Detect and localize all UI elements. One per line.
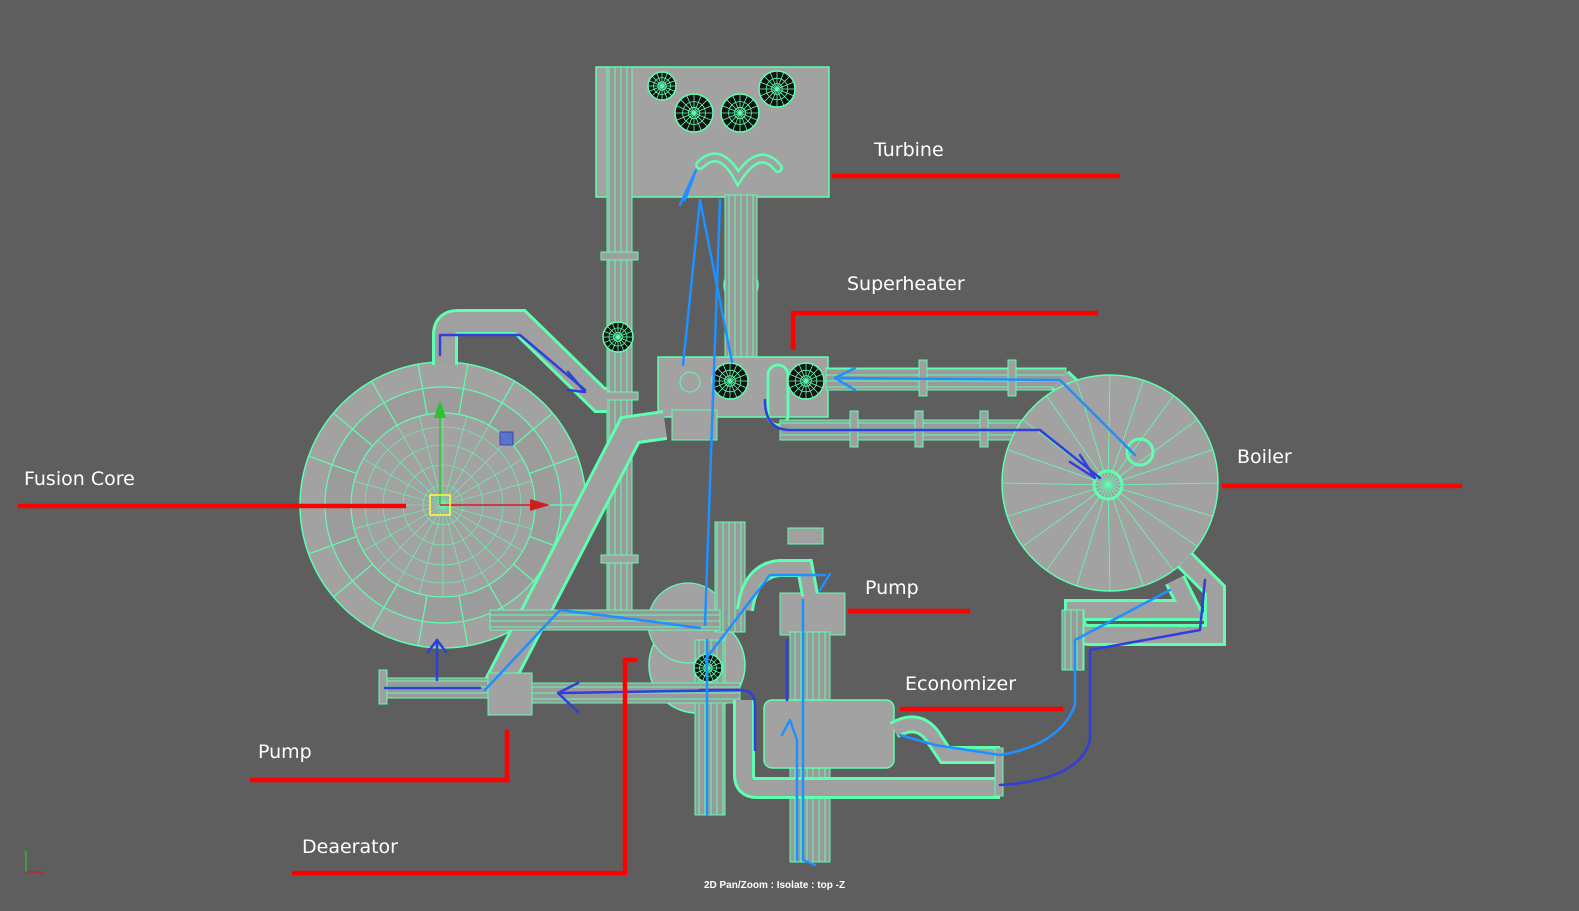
fan-icon (711, 362, 749, 400)
label-pump-left: Pump (258, 741, 312, 763)
fan-icon (758, 70, 796, 108)
label-pump-right: Pump (865, 577, 919, 599)
axis-indicator-icon: y x (24, 849, 44, 878)
label-fusion-core: Fusion Core (24, 468, 135, 490)
label-turbine: Turbine (874, 139, 944, 161)
label-economizer: Economizer (905, 673, 1017, 695)
superheater-unit (602, 321, 829, 441)
fan-icon (787, 362, 825, 400)
svg-text:x: x (40, 871, 44, 878)
fan-icon (647, 71, 677, 101)
flow-arrows (383, 168, 1207, 867)
viewport-status-text: 2D Pan/Zoom : Isolate : top -Z (703, 880, 846, 891)
label-boiler: Boiler (1237, 446, 1292, 468)
economizer-unit (733, 699, 1004, 799)
fan-icon (720, 93, 760, 133)
turbine-unit (595, 66, 830, 303)
fan-icon (602, 321, 634, 353)
boiler-unit (1001, 374, 1219, 592)
fan-icon (674, 93, 714, 133)
label-deaerator: Deaerator (302, 836, 398, 858)
pipe-boiler-loop (1061, 552, 1226, 671)
pipe-turbine-superheater (724, 194, 758, 366)
annotation-lines (18, 173, 1462, 876)
label-superheater: Superheater (847, 273, 965, 295)
svg-text:y: y (24, 849, 28, 856)
transform-gizmo[interactable] (429, 400, 550, 516)
